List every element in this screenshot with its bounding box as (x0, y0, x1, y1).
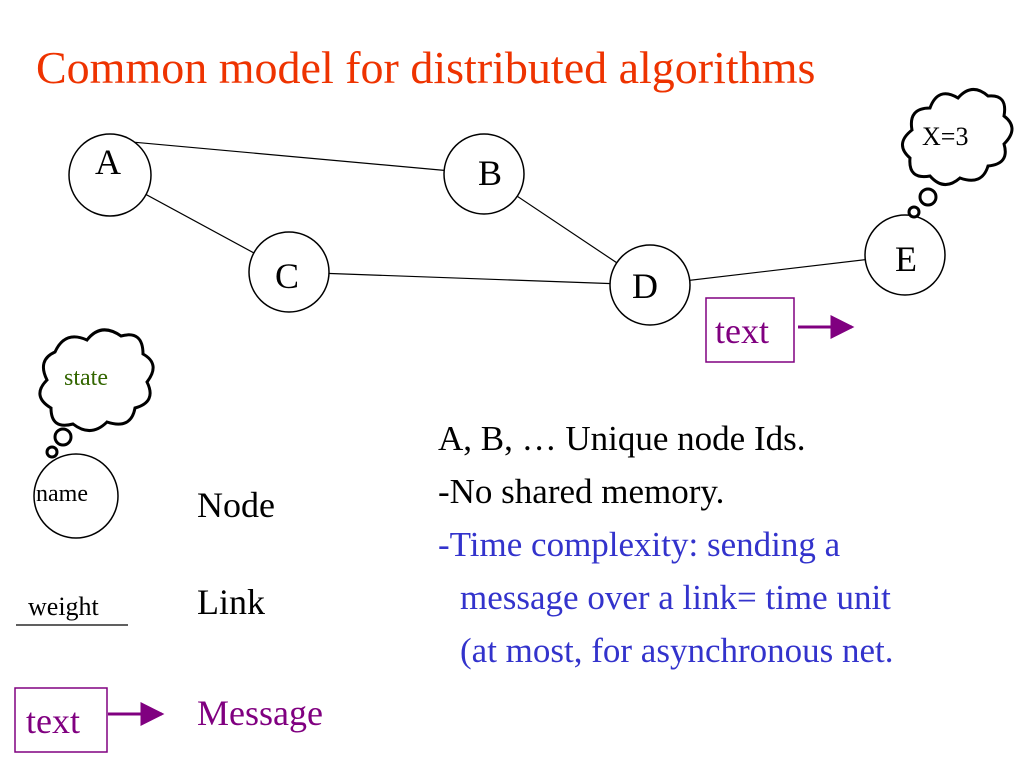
graph-message-text: text (715, 311, 769, 351)
legend-weight-text: weight (28, 592, 99, 621)
notes-block: A, B, … Unique node Ids. -No shared memo… (438, 412, 894, 677)
legend-node-label: Node (197, 485, 275, 525)
edge-c-d (288, 271, 651, 286)
edge-d-e (649, 254, 906, 286)
graph-message-box (705, 297, 795, 363)
node-label-a: A (95, 142, 121, 182)
node-e (864, 214, 946, 296)
note-line-3: -Time complexity: sending a (438, 525, 841, 564)
node-a (68, 133, 152, 217)
legend-node-circle (33, 453, 119, 539)
node-c (248, 231, 330, 313)
legend-link-label: Link (197, 582, 265, 622)
page-title: Common model for distributed algorithms (36, 42, 816, 93)
legend-message-text: text (26, 701, 80, 741)
note-line-4: message over a link= time unit (460, 578, 891, 617)
legend-node-name: name (36, 481, 88, 507)
edge-a-b (109, 139, 485, 175)
legend-state-cloud (38, 328, 155, 459)
node-label-b: B (478, 153, 503, 193)
note-line-2: -No shared memory. (438, 472, 725, 511)
node-label-d: D (632, 266, 658, 306)
legend-state-text: state (64, 365, 108, 391)
note-line-5: (at most, for asynchronous net. (460, 631, 894, 670)
state-cloud-e (901, 88, 1014, 219)
node-label-c: C (275, 256, 300, 296)
node-label-e: E (895, 239, 917, 279)
node-d (609, 244, 691, 326)
state-text-e: X=3 (922, 122, 969, 151)
legend-message-label: Message (197, 693, 323, 733)
node-b (443, 133, 525, 215)
legend-message-box (14, 687, 108, 753)
note-line-1: A, B, … Unique node Ids. (438, 419, 806, 458)
